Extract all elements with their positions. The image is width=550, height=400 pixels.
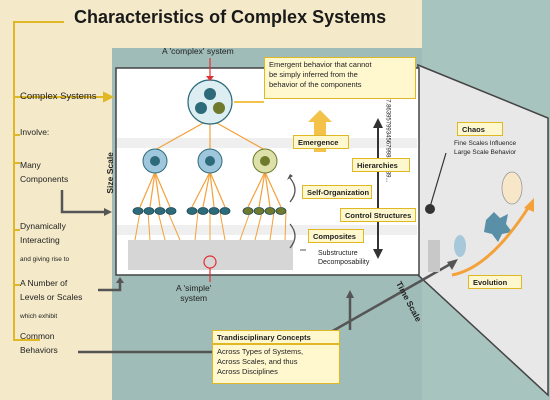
components-label: Components [20, 174, 69, 184]
giving-rise-label: and giving rise to [20, 256, 70, 263]
decomposability-label: Decomposability [318, 259, 370, 266]
interacting-label: Interacting [20, 235, 60, 245]
left-bracket [13, 21, 115, 341]
composite-ovals [132, 207, 287, 215]
levels-scales-label: Levels or Scales [20, 292, 83, 302]
number-of-label: A Number of [20, 278, 68, 288]
composites-box: Composites [308, 229, 364, 243]
control-structures-box: Control Structures [340, 208, 416, 222]
across-line-2: Across Scales, and thus [217, 357, 298, 367]
across-line-1: Across Types of Systems, [217, 347, 304, 356]
evolution-arrow [451, 204, 532, 277]
substructure-label: Substructure [318, 250, 358, 257]
simple-system-line-2: system [180, 292, 208, 303]
across-box: Across Types of Systems, Across Scales, … [212, 344, 340, 384]
many-label: Many [20, 160, 41, 170]
complex-systems-label: Complex Systems [20, 91, 97, 102]
composite-links [134, 211, 287, 241]
complex-system-label: A 'complex' system [162, 46, 234, 56]
size-scale-label: Size Scale [104, 152, 115, 194]
time-plane [417, 63, 549, 397]
emergent-line-1: Emergent behavior that cannot [269, 60, 372, 69]
evolution-shape-3 [454, 235, 466, 257]
simple-system-label: A 'simple' system [176, 283, 212, 304]
dynamically-label: Dynamically [20, 221, 66, 231]
evolution-shape-1 [501, 171, 523, 205]
background-left [0, 0, 112, 400]
chaos-node [425, 204, 435, 214]
evolution-shape-2 [484, 212, 512, 242]
emergent-behavior-note: Emergent behavior that cannot be simply … [264, 57, 416, 99]
emergent-line-3: behavior of the components [269, 79, 362, 89]
large-scale-label: Large Scale Behavior [454, 149, 517, 156]
involve-label: Involve: [20, 127, 50, 137]
background-top [112, 0, 422, 48]
complex-system-node [187, 79, 233, 125]
evolution-box: Evolution [468, 275, 522, 289]
simple-system-line-1: A 'simple' [176, 283, 212, 293]
which-exhibit-label: which exhibit [20, 313, 58, 320]
emergence-box: Emergence [293, 135, 349, 149]
simple-system-base [128, 240, 293, 270]
hierarchies-box: Hierarchies [352, 158, 410, 172]
component-flowers [142, 148, 278, 174]
across-line-3: Across Disciplines [217, 367, 278, 377]
common-label: Common [20, 331, 55, 341]
chaos-box: Chaos [457, 122, 503, 136]
self-organization-box: Self-Organization [302, 185, 372, 199]
organization-links [139, 121, 282, 208]
fine-scales-label: Fine Scales Influence [454, 140, 517, 147]
page-title: Characteristics of Complex Systems [74, 7, 387, 27]
emergent-line-2: be simply inferred from the [269, 69, 358, 79]
transdisciplinary-box: Trandisciplinary Concepts [212, 330, 340, 344]
behaviors-label: Behaviors [20, 345, 58, 355]
